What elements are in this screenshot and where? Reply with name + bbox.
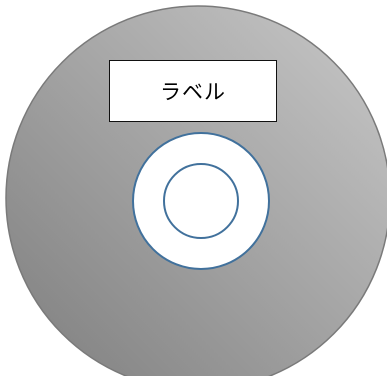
disc-label-text: ラベル [160, 76, 226, 106]
disc-label-box: ラベル [109, 60, 277, 122]
hub-inner-ring [164, 164, 238, 238]
